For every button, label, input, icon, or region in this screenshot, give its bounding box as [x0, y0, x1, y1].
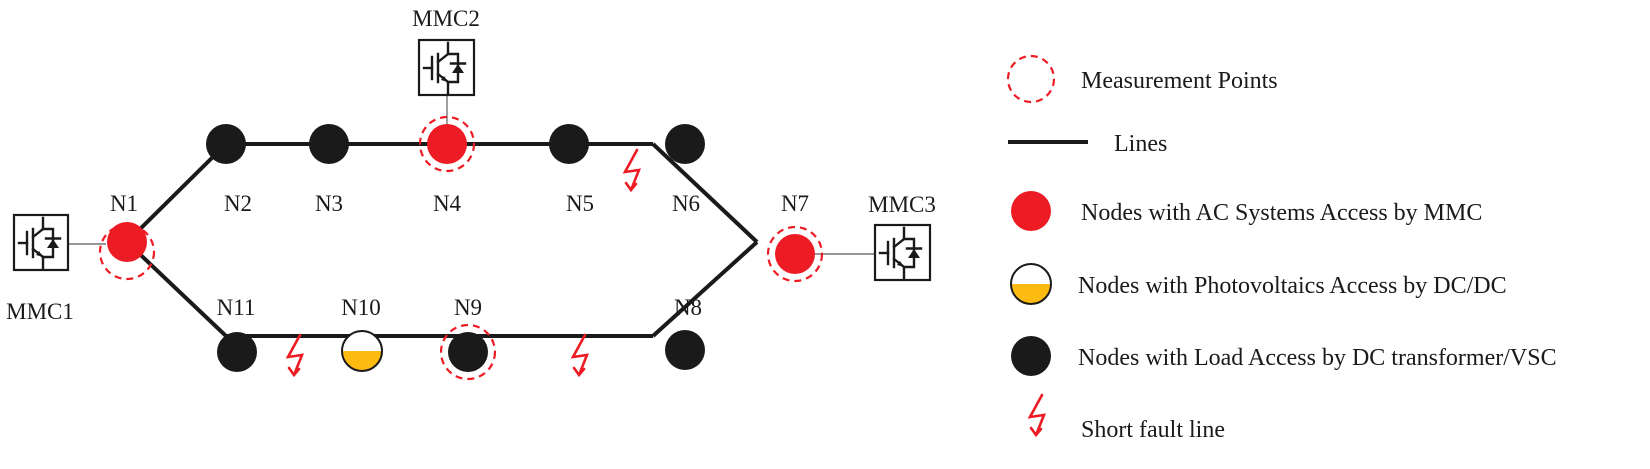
converter-leads: [66, 95, 875, 255]
node-n8: [665, 330, 705, 370]
node-n2: [206, 124, 246, 164]
node-n3: [309, 124, 349, 164]
node-n9: [448, 332, 488, 372]
node-n11: [217, 332, 257, 372]
legend-label-load-nodes: Nodes with Load Access by DC transformer…: [1078, 345, 1557, 371]
legend-label-lines: Lines: [1114, 131, 1167, 157]
mmc1-box: [12, 213, 70, 272]
converter-labels: MMC1 MMC2 MMC3: [6, 6, 936, 324]
legend-item-ac-nodes: Nodes with AC Systems Access by MMC: [1011, 191, 1482, 231]
nodes: [107, 124, 815, 372]
node-n10: [341, 330, 383, 372]
label-mmc1: MMC1: [6, 299, 74, 324]
measurement-n7: [766, 225, 824, 283]
fault-icon: [570, 333, 590, 378]
label-n2: N2: [224, 191, 252, 216]
line-n6-n7: [651, 142, 759, 244]
label-n11: N11: [217, 295, 256, 320]
legend-item-load-nodes: Nodes with Load Access by DC transformer…: [1011, 336, 1557, 376]
legend-label-measurement: Measurement Points: [1081, 68, 1278, 94]
legend: Measurement Points Lines Nodes with AC S…: [1006, 54, 1557, 443]
measurement-points: [98, 115, 824, 381]
node-n1: [107, 222, 147, 262]
label-n6: N6: [672, 191, 700, 216]
legend-item-lines: Lines: [1008, 131, 1167, 157]
label-n9: N9: [454, 295, 482, 320]
label-mmc3: MMC3: [868, 192, 936, 217]
fault-symbols: [285, 148, 642, 378]
converter-mmc2: [417, 38, 476, 97]
node-n6: [665, 124, 705, 164]
fault-icon: [1027, 393, 1047, 438]
legend-label-ac-nodes: Nodes with AC Systems Access by MMC: [1081, 200, 1482, 226]
line-n8-n7: [651, 240, 759, 338]
line-n1-n2: [125, 142, 228, 244]
node-n5: [549, 124, 589, 164]
legend-item-pv-nodes: Nodes with Photovoltaics Access by DC/DC: [1010, 263, 1507, 305]
node-labels: N1 N2 N3 N4 N5 N6 N7 N8 N9 N10 N11: [110, 191, 809, 320]
line-n1-n11: [125, 240, 228, 338]
fault-icon: [285, 333, 305, 378]
measurement-point-icon: [1006, 54, 1056, 104]
node-n4: [427, 124, 467, 164]
label-n10: N10: [341, 295, 381, 320]
fault-icon: [622, 148, 642, 193]
label-n7: N7: [781, 191, 809, 216]
converter-mmc3: [873, 223, 932, 282]
legend-label-fault: Short fault line: [1081, 417, 1225, 443]
label-n1: N1: [110, 191, 138, 216]
label-n8: N8: [674, 295, 702, 320]
label-mmc2: MMC2: [412, 6, 480, 31]
converter-mmc1: [12, 213, 70, 272]
measurement-n9: [439, 323, 497, 381]
measurement-n4: [418, 115, 476, 173]
node-n7: [775, 234, 815, 274]
load-node-icon: [1011, 336, 1051, 376]
ac-node-icon: [1011, 191, 1051, 231]
legend-item-fault: Short fault line: [1027, 393, 1225, 443]
legend-label-pv-nodes: Nodes with Photovoltaics Access by DC/DC: [1078, 273, 1507, 299]
measurement-n1: [98, 223, 156, 281]
label-n3: N3: [315, 191, 343, 216]
legend-item-measurement: Measurement Points: [1006, 54, 1278, 104]
label-n4: N4: [433, 191, 462, 216]
label-n5: N5: [566, 191, 594, 216]
